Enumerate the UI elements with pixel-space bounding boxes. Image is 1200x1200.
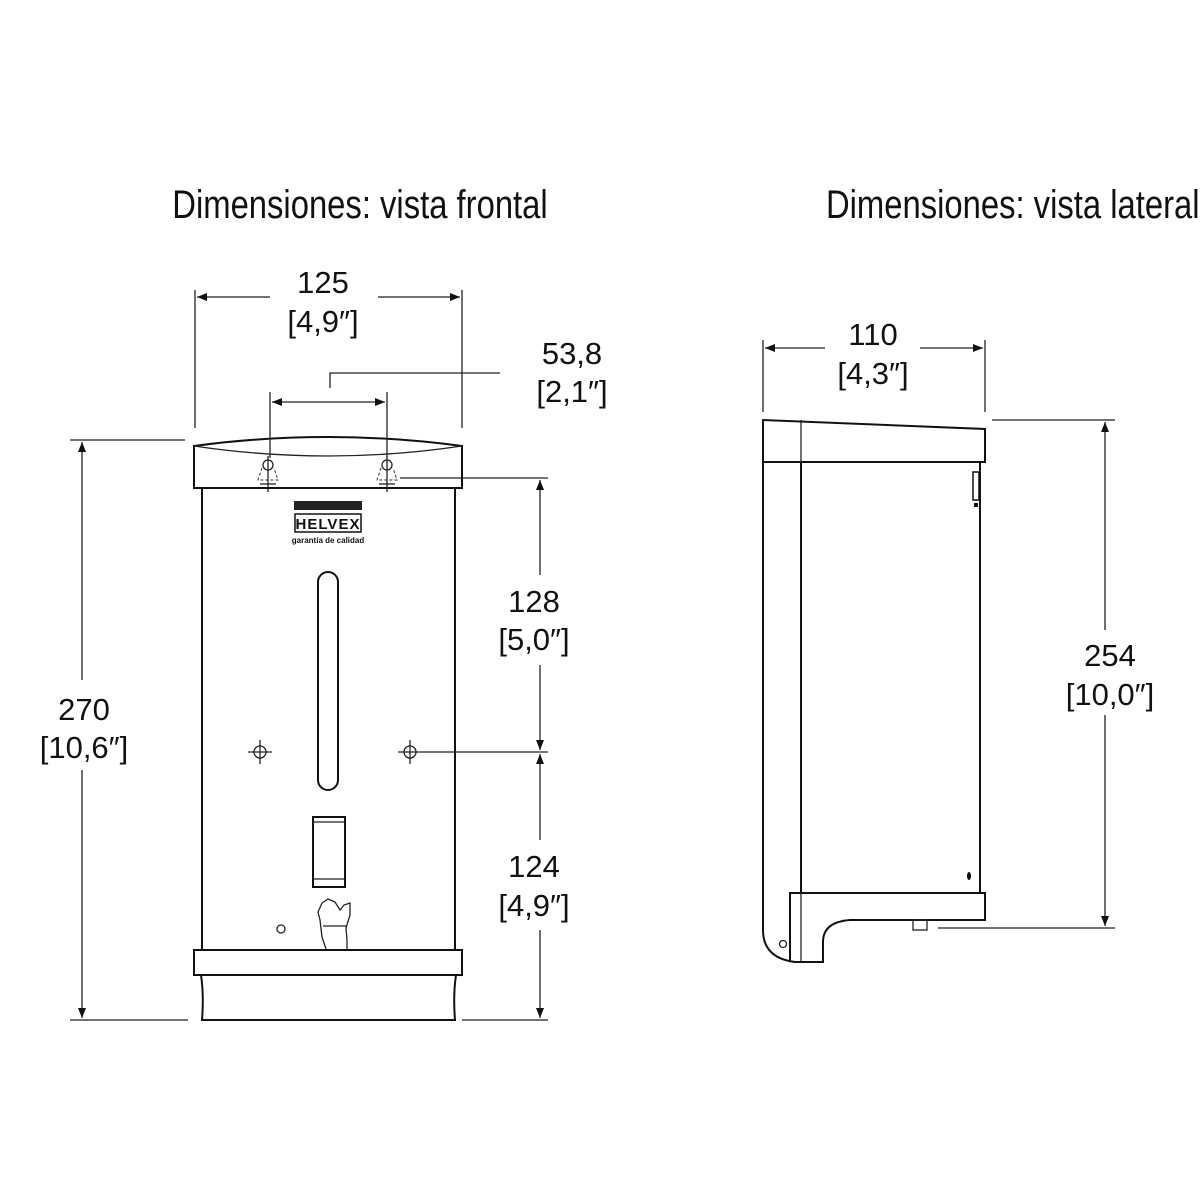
bottom-band	[193, 949, 463, 976]
helvex-logo: HELVEX garantía de calidad	[292, 501, 365, 545]
depth-mm-label: 110	[848, 317, 897, 352]
front-dimensions	[70, 290, 548, 1021]
height-mm-label: 270	[58, 692, 110, 727]
level-window	[317, 571, 339, 791]
width-in-label: [4,9″]	[287, 304, 358, 339]
side-dimensions	[762, 340, 1115, 929]
side-height-in-label: [10,0″]	[1066, 677, 1155, 712]
front-view-dispenser: HELVEX garantía de calidad	[193, 436, 463, 1021]
upper-mm-label: 128	[508, 584, 560, 619]
sensor-window	[312, 816, 346, 888]
front-view-title: Dimensiones: vista frontal	[172, 182, 547, 227]
top-cap	[193, 436, 463, 489]
lower-in-label: [4,9″]	[498, 888, 569, 923]
indicator-led	[276, 924, 286, 934]
hole-spacing-mm-label: 53,8	[542, 336, 602, 371]
hole-spacing-in-label: [2,1″]	[536, 374, 607, 409]
width-mm-label: 125	[297, 265, 349, 300]
keyhole-icon	[257, 456, 279, 492]
side-dimension-labels: 110 [4,3″] 254 [10,0″]	[837, 317, 1154, 712]
mounting-hole-icon	[248, 740, 272, 764]
base	[200, 974, 457, 1021]
side-view-title: Dimensiones: vista lateral	[826, 182, 1200, 227]
side-view-dispenser	[762, 418, 986, 963]
upper-in-label: [5,0″]	[498, 622, 569, 657]
mounting-hole-icon	[398, 740, 422, 764]
depth-in-label: [4,3″]	[837, 356, 908, 391]
height-in-label: [10,6″]	[40, 730, 129, 765]
side-height-mm-label: 254	[1084, 638, 1136, 673]
lower-mm-label: 124	[508, 849, 560, 884]
front-dimension-labels: 125 [4,9″] 53,8 [2,1″] 270 [10,6″] 128 […	[40, 265, 608, 923]
svg-text:HELVEX: HELVEX	[296, 516, 361, 533]
keyhole-icon	[376, 456, 398, 492]
svg-text:garantía de calidad: garantía de calidad	[292, 536, 365, 545]
hand-icon	[317, 898, 351, 950]
